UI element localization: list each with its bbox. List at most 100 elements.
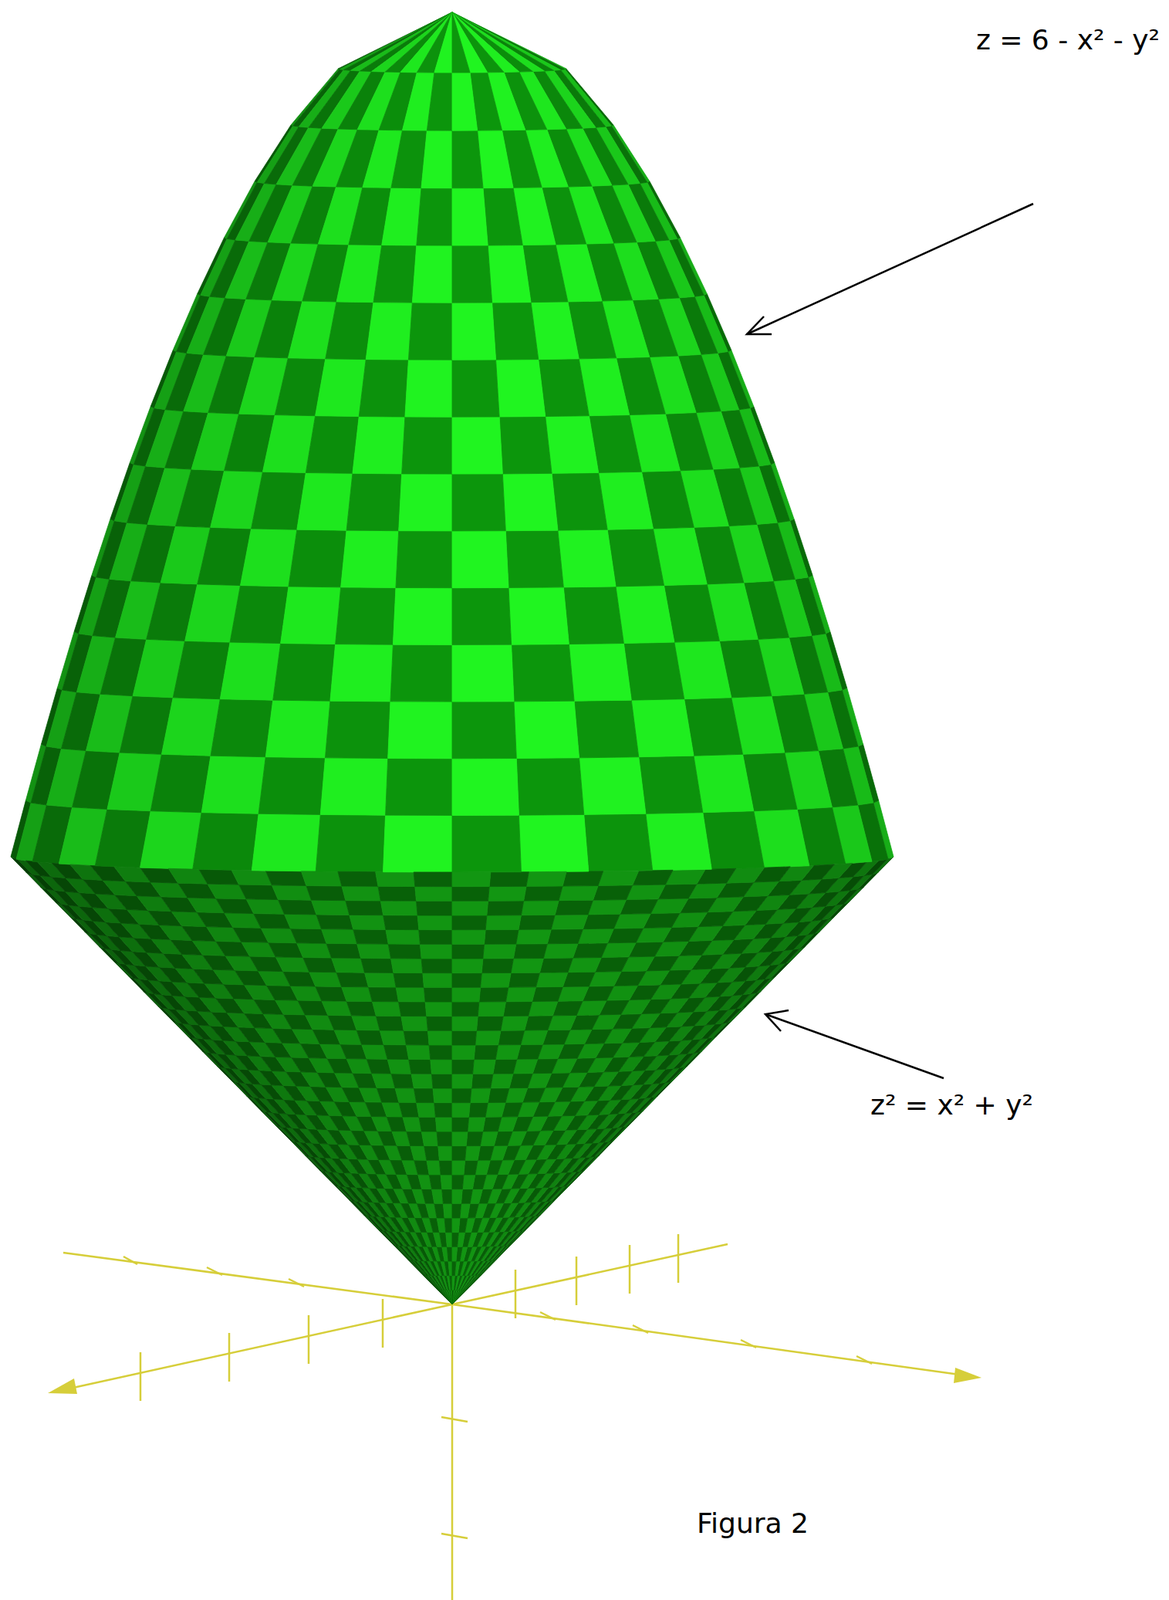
axis-tick xyxy=(206,1266,223,1275)
checker-cell xyxy=(452,1131,468,1146)
checker-cell xyxy=(429,1174,443,1190)
checker-cell xyxy=(452,986,481,1002)
checker-cell xyxy=(702,810,765,869)
checker-cell xyxy=(484,929,520,944)
checker-cell xyxy=(587,899,627,915)
checker-cell xyxy=(371,1001,401,1017)
checker-cell xyxy=(475,1030,501,1045)
checker-cell xyxy=(387,1058,412,1074)
checker-cell xyxy=(442,1189,453,1204)
checker-cell xyxy=(452,1289,463,1305)
checker-cell xyxy=(426,1159,441,1175)
checker-cell xyxy=(452,1289,466,1305)
checker-cell xyxy=(442,1289,453,1305)
checker-cell xyxy=(416,1102,436,1118)
checker-cell xyxy=(310,899,349,915)
checker-cell xyxy=(140,810,203,869)
checker-cell xyxy=(437,1289,453,1305)
checker-cell xyxy=(192,812,259,871)
checker-cell xyxy=(562,871,604,886)
checker-cell xyxy=(638,755,703,814)
checker-cell xyxy=(479,986,509,1002)
checker-cell xyxy=(452,1289,467,1305)
checker-cell xyxy=(402,416,453,474)
checker-cell xyxy=(615,585,675,644)
checker-cell xyxy=(452,1260,457,1276)
checker-cell xyxy=(506,986,537,1002)
checker-cell xyxy=(467,1116,486,1132)
checker-cell xyxy=(426,72,453,131)
axis-tick xyxy=(123,1256,138,1264)
checker-cell xyxy=(335,587,396,645)
coordinate-axes xyxy=(55,1233,971,1600)
checker-cell xyxy=(415,886,453,902)
checker-cell xyxy=(452,473,506,531)
checker-cell xyxy=(452,359,500,417)
checker-cell xyxy=(297,942,332,958)
checker-cell xyxy=(452,1246,458,1261)
checker-cell xyxy=(452,12,533,72)
checker-cell xyxy=(438,1289,453,1305)
checker-cell xyxy=(435,1116,453,1132)
checker-cell xyxy=(432,1189,444,1204)
checker-cell xyxy=(684,697,744,756)
checker-cell xyxy=(584,813,653,872)
checker-cell xyxy=(452,1217,460,1233)
checker-cell xyxy=(419,943,453,959)
checker-cell xyxy=(488,885,527,901)
checker-cell xyxy=(489,871,529,887)
checker-cell xyxy=(424,1145,440,1161)
axis-tick xyxy=(677,1233,680,1283)
checker-cell xyxy=(452,130,484,189)
checker-cell xyxy=(395,986,426,1002)
checker-cell xyxy=(510,957,544,973)
checker-cell xyxy=(341,986,373,1001)
checker-cell xyxy=(607,528,664,587)
checker-cell xyxy=(306,885,346,901)
checker-cell xyxy=(412,245,453,303)
checker-cell xyxy=(210,699,274,757)
checker-cell xyxy=(434,1102,453,1118)
checker-cell xyxy=(385,12,453,73)
checker-cell xyxy=(341,530,399,588)
checker-cell xyxy=(277,899,317,915)
checker-cell xyxy=(551,472,608,531)
checker-cell xyxy=(452,644,514,702)
checker-cell xyxy=(325,301,374,360)
checker-cell xyxy=(463,1159,478,1175)
checker-cell xyxy=(258,756,325,815)
checker-cell xyxy=(452,1202,462,1218)
checker-cell xyxy=(487,1087,510,1103)
checker-cell xyxy=(280,586,342,645)
checker-cell xyxy=(375,1015,404,1031)
checker-cell xyxy=(532,986,564,1001)
axis-tick xyxy=(228,1332,231,1382)
checker-cell xyxy=(442,1202,453,1218)
checker-cell xyxy=(346,1000,376,1016)
checker-cell xyxy=(437,1289,453,1305)
checker-cell xyxy=(473,1058,497,1074)
checker-cell xyxy=(446,1289,453,1305)
x-axis xyxy=(55,1304,453,1392)
checker-cell xyxy=(357,943,392,959)
checker-cell xyxy=(391,1073,414,1088)
checker-cell xyxy=(623,641,684,700)
checker-cell xyxy=(465,1145,481,1161)
checker-cell xyxy=(632,869,673,886)
checker-cell xyxy=(452,416,503,474)
checker-cell xyxy=(331,957,365,973)
checker-cell xyxy=(568,643,632,702)
checker-cell xyxy=(283,913,321,929)
checker-cell xyxy=(452,1289,467,1305)
axis-tick xyxy=(381,1298,385,1348)
checker-cell xyxy=(452,1145,467,1161)
checker-cell xyxy=(452,1289,461,1305)
checker-cell xyxy=(452,1289,459,1305)
checker-cell xyxy=(452,814,521,872)
checker-cell xyxy=(445,1289,453,1305)
checker-cell xyxy=(452,1189,463,1204)
axis-tick xyxy=(632,1324,649,1333)
checker-cell xyxy=(452,1016,478,1031)
checker-cell xyxy=(631,699,694,757)
